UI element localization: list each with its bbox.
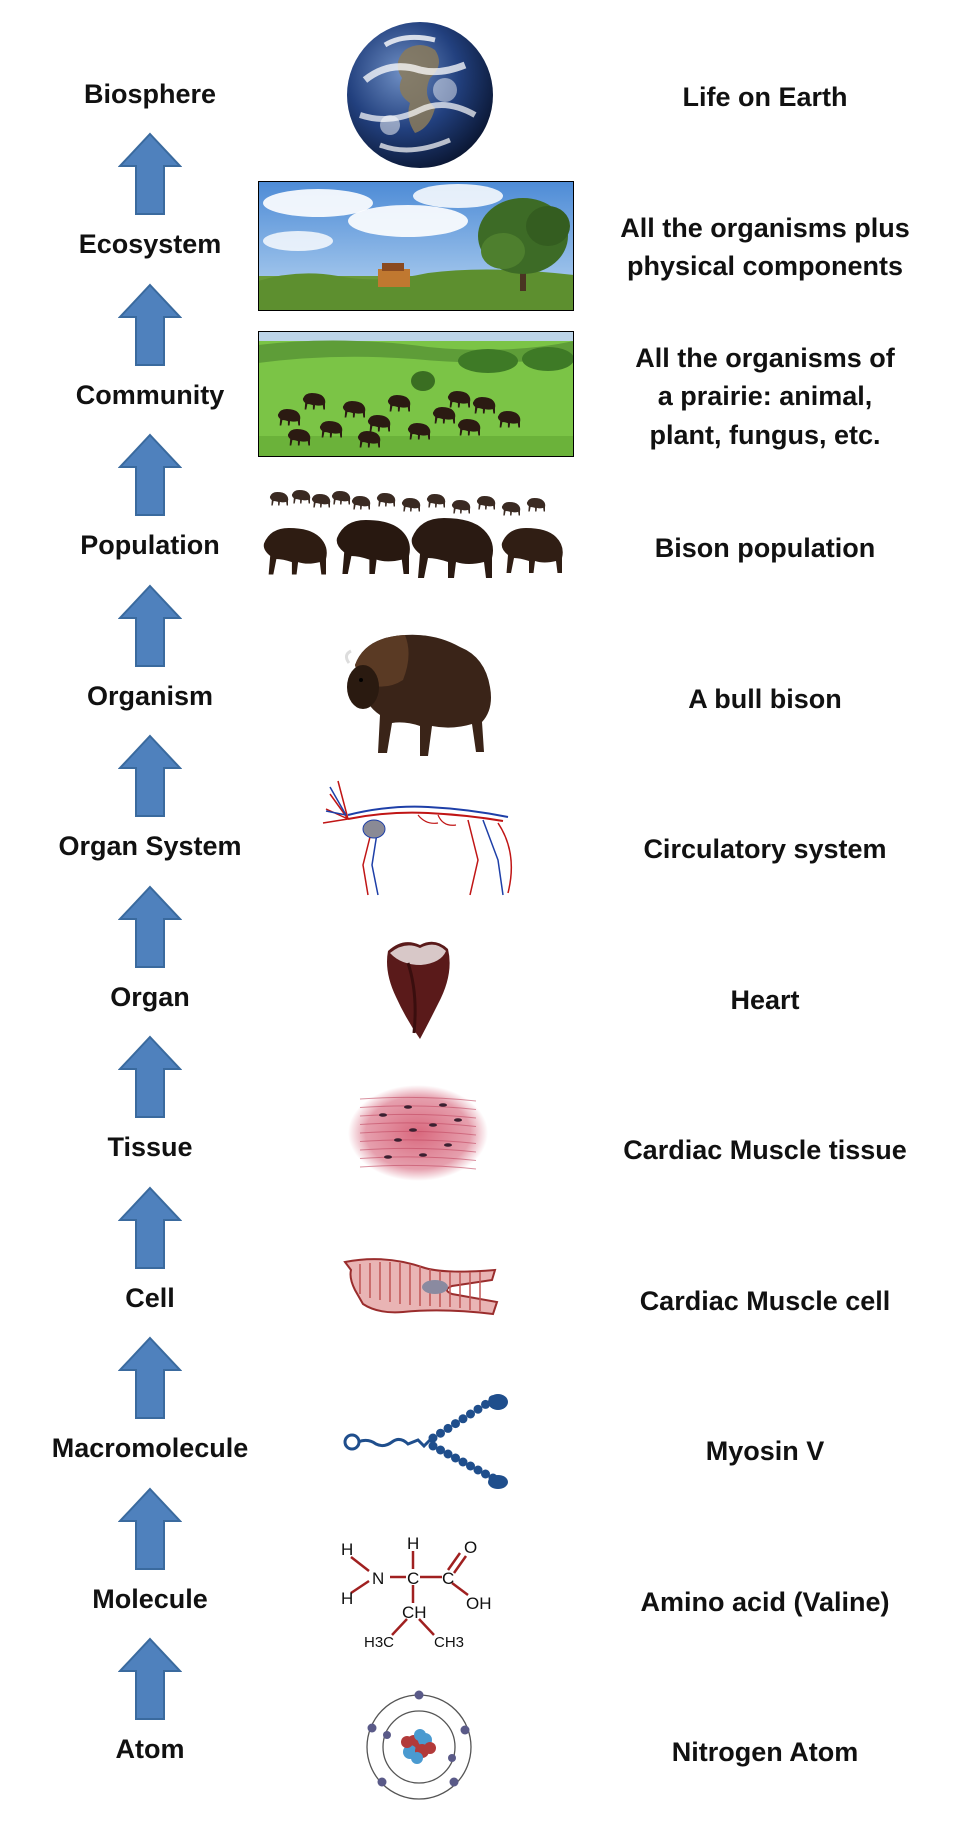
valine-h3-label: H [407, 1535, 419, 1553]
up-arrow-icon [118, 885, 182, 969]
myosin-macromolecule-image [338, 1390, 508, 1490]
level-organism: Organism [86, 681, 214, 711]
valine-h2-label: H [341, 1589, 353, 1608]
circulatory-system-image [318, 775, 523, 900]
desc-organism: A bull bison [688, 684, 842, 714]
up-arrow-icon [118, 1336, 182, 1420]
valine-ch3-label: CH3 [434, 1634, 464, 1650]
desc-atom: Nitrogen Atom [671, 1737, 859, 1767]
nitrogen-atom-image [362, 1690, 477, 1805]
ecosystem-landscape-image [258, 181, 574, 311]
desc-cell: Cardiac Muscle cell [639, 1286, 891, 1316]
up-arrow-icon [118, 584, 182, 668]
valine-n-label: N [372, 1569, 384, 1588]
valine-molecule-image: H H N C C O OH H CH H3C CH3 [336, 1535, 506, 1650]
level-atom: Atom [115, 1734, 185, 1764]
valine-oh-label: OH [466, 1594, 492, 1613]
up-arrow-icon [118, 433, 182, 517]
level-molecule: Molecule [92, 1584, 208, 1614]
heart-organ-image [378, 933, 458, 1043]
cardiac-tissue-image [348, 1085, 488, 1181]
earth-globe-image [345, 20, 495, 170]
up-arrow-icon [118, 1487, 182, 1571]
level-macromolecule: Macromolecule [51, 1433, 249, 1463]
up-arrow-icon [118, 283, 182, 367]
prairie-community-image [258, 331, 574, 457]
desc-organ: Heart [730, 985, 800, 1015]
level-tissue: Tissue [107, 1132, 193, 1162]
level-cell: Cell [125, 1283, 175, 1313]
desc-macromolecule: Myosin V [705, 1436, 825, 1466]
bull-bison-image [335, 625, 505, 760]
valine-c1-label: C [407, 1569, 419, 1588]
level-organ: Organ [110, 982, 190, 1012]
up-arrow-icon [118, 132, 182, 216]
valine-c2-label: C [442, 1569, 454, 1588]
level-population: Population [80, 530, 220, 560]
desc-molecule: Amino acid (Valine) [640, 1587, 890, 1617]
valine-ch-label: CH [402, 1603, 427, 1622]
desc-population: Bison population [654, 533, 876, 563]
valine-h3c-label: H3C [364, 1634, 394, 1650]
up-arrow-icon [118, 734, 182, 818]
level-community: Community [75, 380, 225, 410]
level-biosphere: Biosphere [83, 79, 217, 109]
desc-tissue: Cardiac Muscle tissue [623, 1135, 907, 1165]
valine-h1-label: H [341, 1540, 353, 1559]
level-organ-system: Organ System [58, 831, 242, 861]
cardiac-cell-image [340, 1250, 500, 1325]
desc-biosphere: Life on Earth [682, 82, 848, 112]
up-arrow-icon [118, 1186, 182, 1270]
up-arrow-icon [118, 1637, 182, 1721]
up-arrow-icon [118, 1035, 182, 1119]
bison-population-image [262, 488, 572, 594]
valine-o-label: O [464, 1538, 477, 1557]
level-ecosystem: Ecosystem [78, 229, 222, 259]
desc-organ-system: Circulatory system [643, 834, 887, 864]
